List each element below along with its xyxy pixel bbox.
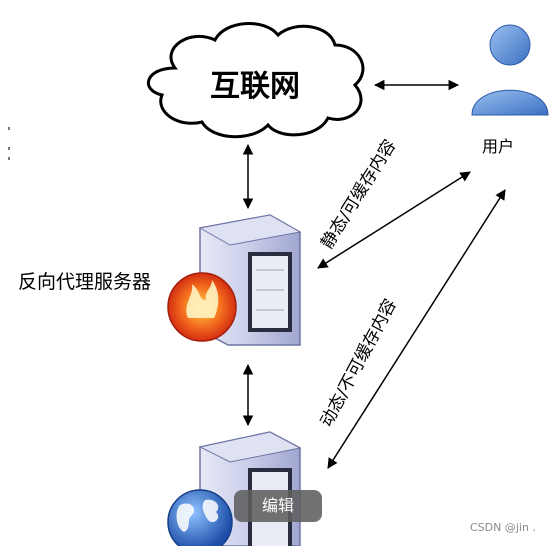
csdn-watermark: CSDN @jin .	[470, 521, 536, 534]
globe-icon	[167, 489, 233, 546]
dynamic-content-arrow	[327, 189, 506, 469]
edit-button[interactable]: 编辑	[234, 490, 322, 522]
internet-cloud	[146, 22, 365, 139]
firewall-fire-icon	[167, 272, 237, 342]
user-icon	[471, 24, 549, 116]
left-edge-marks	[8, 127, 10, 160]
dynamic-content-label: 动态/不可缓存内容	[317, 296, 401, 431]
internet-label: 互联网	[210, 69, 300, 104]
static-content-label: 静态/可缓存内容	[317, 136, 400, 252]
user-label: 用户	[482, 137, 514, 156]
reverse-proxy-label: 反向代理服务器	[18, 271, 151, 293]
